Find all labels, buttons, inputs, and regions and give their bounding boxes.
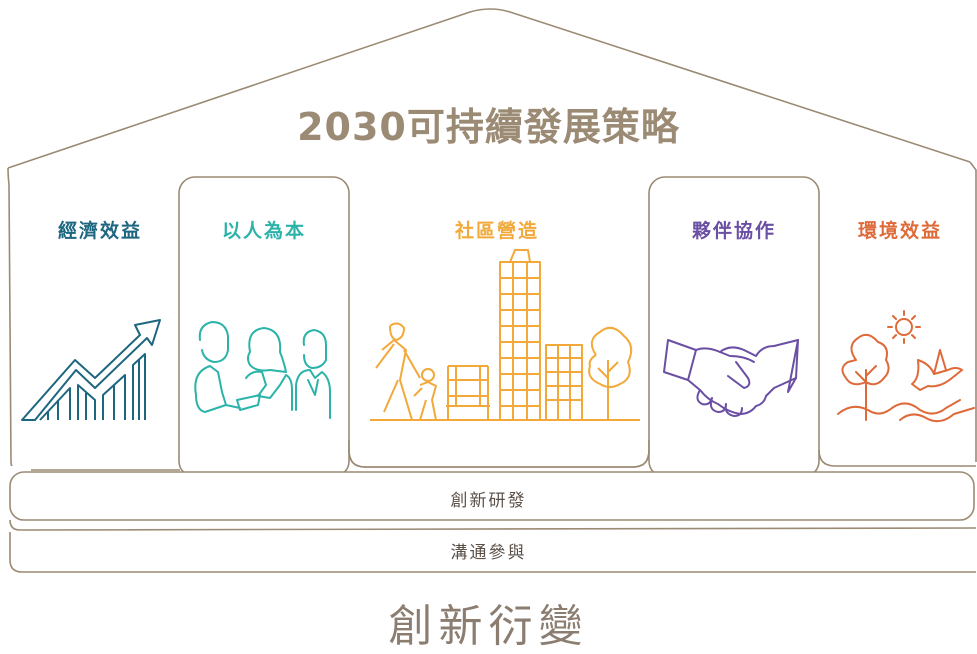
- pillar-label-people: 以人為本: [221, 220, 306, 242]
- pillar-label-environment: 環境效益: [857, 220, 942, 242]
- growth-chart-icon: [21, 319, 161, 421]
- right-wall: [969, 161, 977, 462]
- people-icon: [194, 321, 331, 419]
- page-title: 2030可持續發展策略: [297, 105, 680, 149]
- pillar-label-partnership: 夥伴協作: [691, 220, 776, 242]
- pillar-label-community: 社區營造: [454, 220, 539, 242]
- handshake-icon: [663, 339, 799, 417]
- roof-outline: [7, 8, 971, 169]
- community-city-icon: [370, 249, 640, 421]
- footer-title: 創新衍變: [388, 601, 589, 652]
- left-wall: [7, 167, 180, 471]
- band-innovation: [9, 471, 975, 521]
- band-label-innovation: 創新研發: [450, 491, 527, 511]
- band-communication: [9, 532, 976, 573]
- band-label-communication: 溝通參與: [450, 543, 527, 563]
- nature-icon: [837, 310, 975, 423]
- pillar-box-environment: [818, 449, 976, 467]
- pillar-label-economic: 經濟效益: [57, 220, 142, 242]
